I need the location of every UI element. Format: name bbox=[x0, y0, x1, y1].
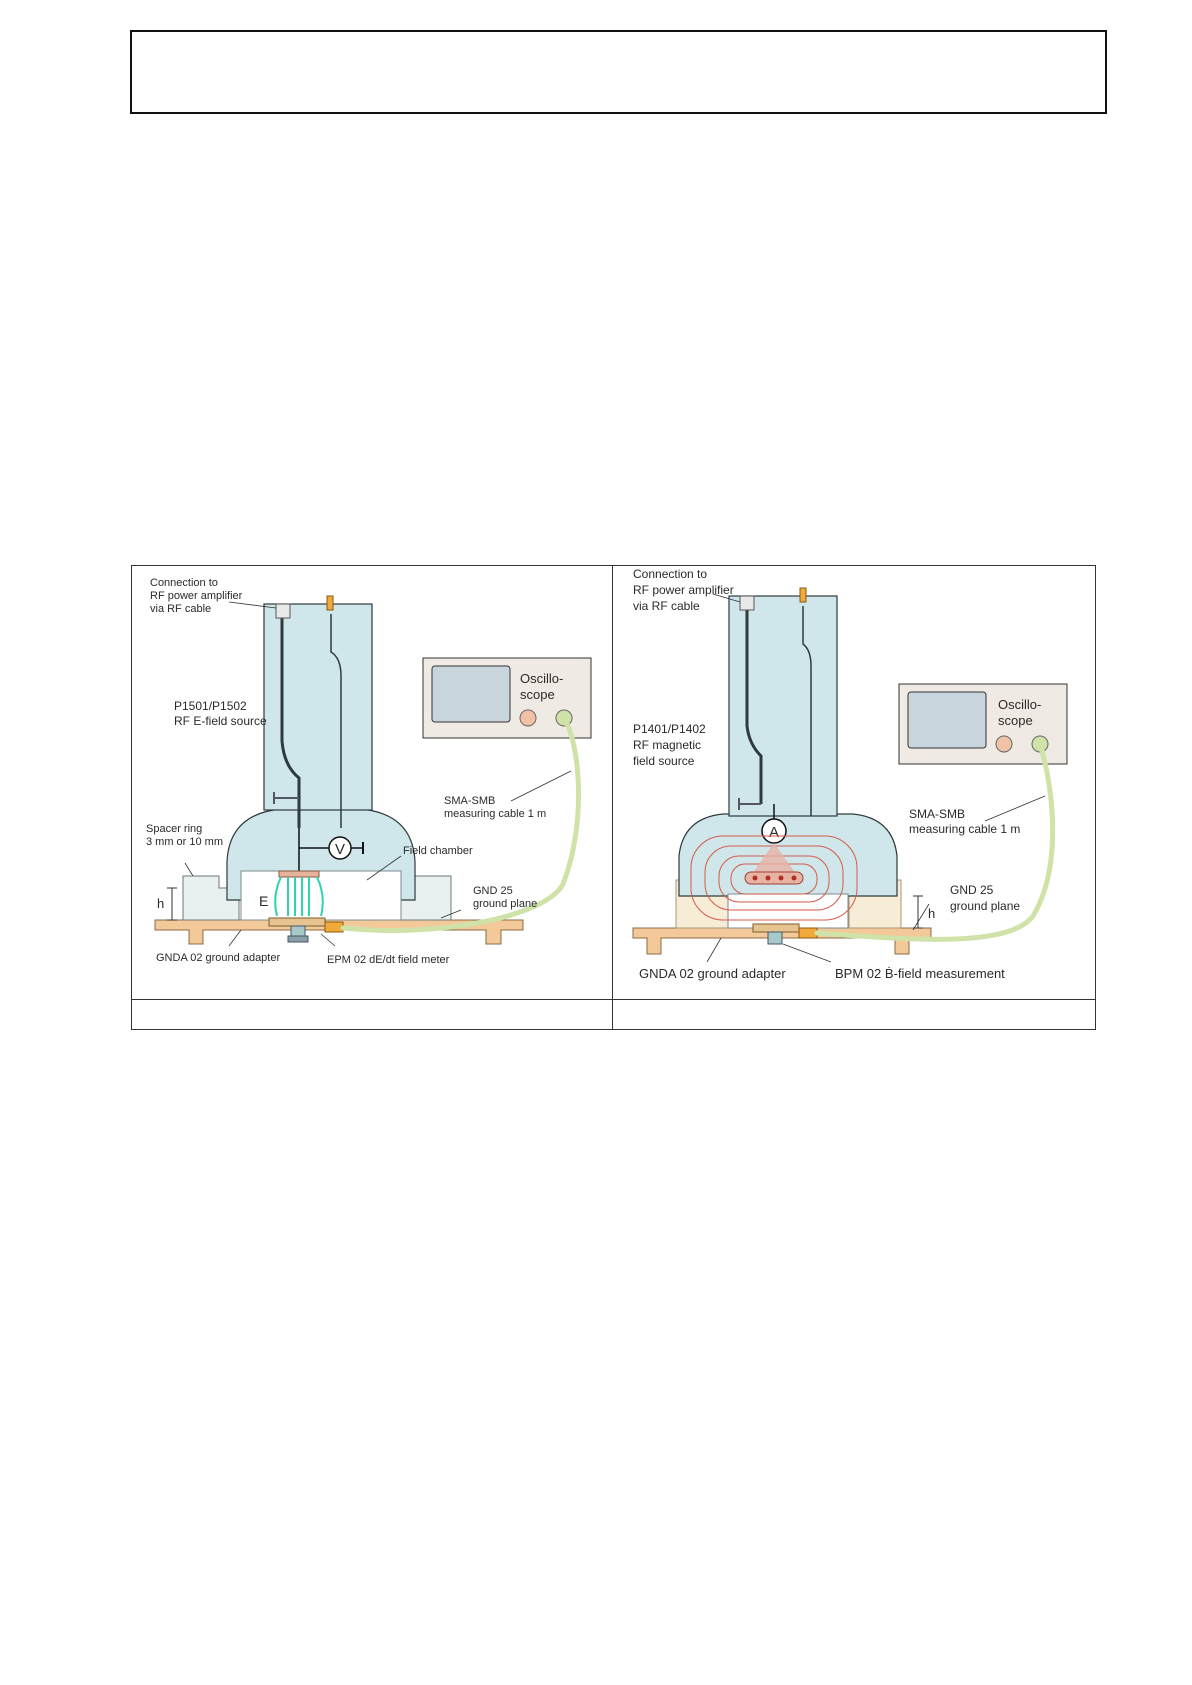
ground-plane-label: GND 25 ground plane bbox=[473, 885, 537, 910]
caption-row-rule bbox=[131, 999, 1096, 1000]
e-field-setup-diagram: V E h Connection to RF power amplifi bbox=[146, 577, 592, 966]
height-label: h bbox=[928, 906, 935, 921]
figure-table bbox=[131, 565, 1096, 1030]
field-meter-label: BPM 02 Ḃ-field measurement bbox=[835, 966, 1005, 981]
sma-connector bbox=[798, 927, 818, 939]
measuring-cable bbox=[340, 715, 581, 933]
ground-plane bbox=[154, 919, 524, 945]
figure-column-divider bbox=[612, 565, 613, 1030]
h-field-setup-diagram: A h Connection to RF power amplifier via… bbox=[632, 567, 1068, 981]
connection-label: Connection to RF power amplifier via RF … bbox=[633, 567, 737, 613]
spacer-label: Spacer ring 3 mm or 10 mm bbox=[146, 823, 223, 848]
right-caption-cell bbox=[613, 1000, 1096, 1030]
measuring-cable bbox=[814, 741, 1056, 942]
oscilloscope-screen bbox=[907, 691, 987, 749]
electrode bbox=[278, 870, 320, 878]
cable-label: SMA-SMB measuring cable 1 m bbox=[909, 807, 1020, 836]
cable-label: SMA-SMB measuring cable 1 m bbox=[444, 795, 546, 820]
field-meter-label: EPM 02 dE/dt field meter bbox=[327, 954, 450, 966]
page-header-box bbox=[130, 30, 1107, 114]
ground-adapter-label: GNDA 02 ground adapter bbox=[156, 952, 280, 964]
conductor bbox=[744, 871, 804, 885]
ground-plane-label: GND 25 ground plane bbox=[950, 883, 1020, 913]
ground-adapter-label: GNDA 02 ground adapter bbox=[639, 966, 786, 981]
height-label: h bbox=[157, 896, 164, 911]
connection-label: Connection to RF power amplifier via RF … bbox=[150, 577, 245, 615]
source-label: P1501/P1502 RF E-field source bbox=[174, 699, 267, 728]
field-chamber-label: Field chamber bbox=[403, 845, 473, 857]
probe-shaft bbox=[263, 603, 373, 811]
voltmeter-label: V bbox=[335, 841, 345, 858]
source-label: P1401/P1402 RF magnetic field source bbox=[633, 722, 709, 768]
oscilloscope-label: Oscillo- scope bbox=[520, 671, 567, 702]
ammeter-label: A bbox=[769, 824, 779, 841]
field-chamber bbox=[727, 893, 849, 929]
rf-connector bbox=[739, 595, 755, 611]
oscilloscope-screen bbox=[431, 665, 511, 723]
rf-connector bbox=[275, 603, 291, 619]
e-field-label: E bbox=[259, 893, 268, 909]
left-caption-cell bbox=[131, 1000, 612, 1030]
probe-shaft bbox=[728, 595, 838, 817]
oscilloscope-label: Oscillo- scope bbox=[998, 697, 1045, 728]
e-field-arrows bbox=[274, 876, 324, 917]
field-meter bbox=[268, 917, 326, 927]
sma-connector bbox=[324, 921, 344, 933]
field-meter bbox=[752, 923, 800, 933]
